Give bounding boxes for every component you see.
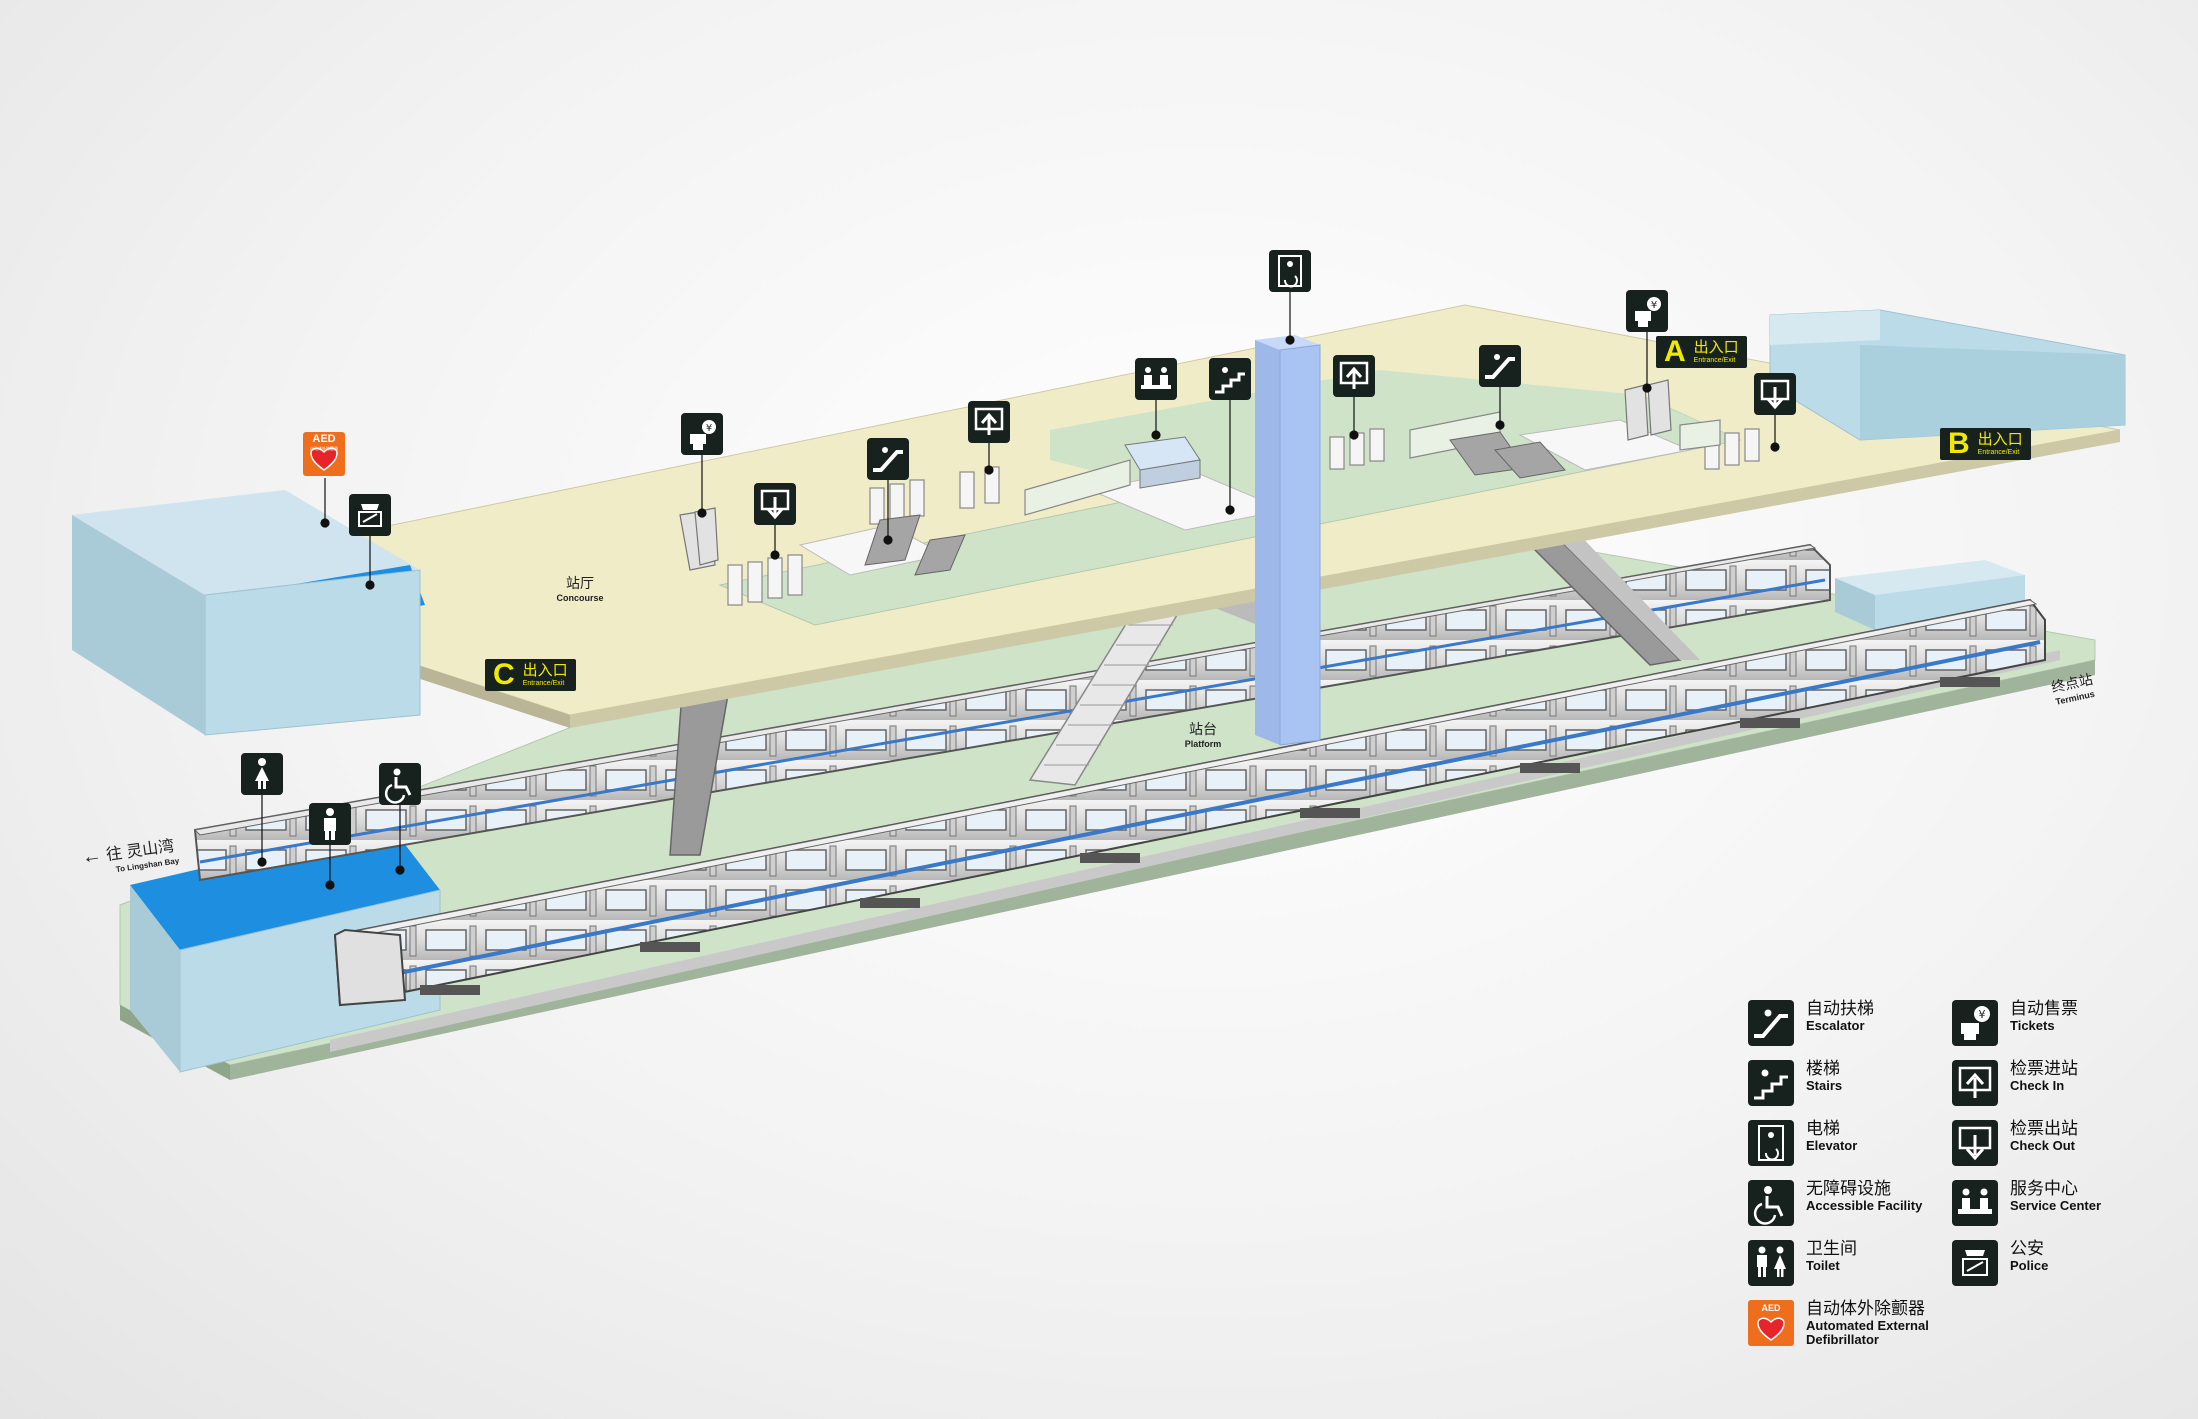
- aed-icon: [303, 432, 345, 476]
- legend-label-en: Accessible Facility: [1806, 1197, 1923, 1213]
- toilet-icon: [241, 753, 283, 795]
- elevator-icon: [1269, 250, 1311, 292]
- legend-label-en-line2: Defibrillator: [1806, 1331, 1879, 1347]
- train-front: [333, 598, 2046, 1007]
- exit-label-en: Entrance/Exit: [1693, 357, 1736, 364]
- aed-icon: AED: [1748, 1300, 1794, 1346]
- check-out-icon: [1754, 373, 1796, 415]
- legend-label-zh: 卫生间: [1806, 1239, 1857, 1258]
- escalator-icon: [1479, 345, 1521, 387]
- map-icons: ¥: [241, 250, 1796, 845]
- aed-badge-subtitle: 自动体外除颤器: [310, 446, 338, 451]
- legend-label-zh: 楼梯: [1806, 1059, 1840, 1078]
- concourse-building-left: [72, 490, 425, 736]
- accessible-icon: [1748, 1180, 1794, 1226]
- legend-label-en: Police: [2010, 1257, 2049, 1273]
- service-center-booth: [1124, 436, 1201, 489]
- toilet-icon: [1748, 1240, 1794, 1286]
- legend-label-en: Service Center: [2010, 1197, 2102, 1213]
- exit-label-en: Entrance/Exit: [522, 680, 565, 687]
- escalator-icon: [1748, 1000, 1794, 1046]
- legend-label-en-line1: Automated External: [1806, 1317, 1929, 1333]
- police-icon: [349, 494, 391, 536]
- legend-label-zh: 自动扶梯: [1806, 999, 1874, 1018]
- legend-label-zh: 公安: [2010, 1239, 2044, 1258]
- stairs-icon: [1209, 358, 1251, 400]
- concourse-building-right: [1769, 309, 2126, 441]
- legend-label-zh: 自动体外除颤器: [1806, 1299, 1925, 1318]
- legend-label-en: Check Out: [2010, 1137, 2076, 1153]
- concourse-label-zh: 站厅: [566, 575, 594, 591]
- legend-label-zh: 电梯: [1806, 1119, 1840, 1138]
- exit-label-en: Entrance/Exit: [1977, 449, 2020, 456]
- legend-label-en: Toilet: [1806, 1257, 1840, 1273]
- check-in-icon: [1333, 355, 1375, 397]
- legend-label-en: Elevator: [1806, 1137, 1858, 1153]
- tickets-icon: ¥: [1626, 290, 1668, 332]
- concourse-label: 站厅 Concourse: [540, 573, 620, 603]
- svg-text:¥: ¥: [1651, 300, 1657, 311]
- svg-text:¥: ¥: [1979, 1008, 1986, 1021]
- legend-label-en: Tickets: [2010, 1017, 2055, 1033]
- stairs-icon: [1748, 1060, 1794, 1106]
- legend-label-zh: 检票进站: [2010, 1059, 2078, 1078]
- legend-label-zh: 自动售票: [2010, 999, 2078, 1018]
- legend-label-en: Stairs: [1806, 1077, 1843, 1093]
- legend-label-zh: 无障碍设施: [1806, 1179, 1891, 1198]
- check-in-icon: [1952, 1060, 1998, 1106]
- legend-label-en: Check In: [2010, 1077, 2065, 1093]
- exit-label-zh: 出入口: [1693, 339, 1739, 356]
- direction-arrow-icon: ←: [80, 844, 104, 869]
- check-in-icon: [968, 401, 1010, 443]
- legend-label-zh: 服务中心: [2010, 1179, 2078, 1198]
- ticket-machines: [679, 379, 1672, 571]
- elevator-shaft: [1255, 335, 1321, 746]
- tickets-icon: ¥: [681, 413, 723, 455]
- svg-text:AED: AED: [1761, 1303, 1781, 1313]
- toilet-icon: [309, 803, 351, 845]
- elevator-icon: [1748, 1120, 1794, 1166]
- exit-letter: C: [493, 658, 515, 691]
- check-out-icon: [754, 483, 796, 525]
- platform-building-left: [130, 825, 441, 1073]
- platform-label-en: Platform: [1184, 739, 1222, 749]
- exit-letter: B: [1948, 427, 1970, 460]
- legend-label-en: Escalator: [1806, 1017, 1865, 1033]
- platform-label-zh: 站台: [1189, 721, 1217, 737]
- police-icon: [1952, 1240, 1998, 1286]
- concourse-escalators: [864, 431, 1566, 576]
- aed-badge-title: AED: [312, 433, 336, 445]
- legend-label-zh: 检票出站: [2010, 1119, 2078, 1138]
- exit-letter: A: [1664, 335, 1686, 368]
- exit-label-zh: 出入口: [1977, 431, 2023, 448]
- tickets-icon: ¥: [1952, 1000, 1998, 1046]
- concourse-label-en: Concourse: [556, 593, 604, 603]
- accessible-icon: [379, 763, 421, 805]
- service-center-icon: [1135, 358, 1177, 400]
- faregates: [727, 411, 1760, 606]
- check-out-icon: [1952, 1120, 1998, 1166]
- escalator-icon: [867, 438, 909, 480]
- svg-text:¥: ¥: [706, 423, 712, 434]
- sign-pins: [257, 290, 1780, 890]
- service-center-icon: [1952, 1180, 1998, 1226]
- exit-label-zh: 出入口: [522, 662, 568, 679]
- platform-label: 站台 Platform: [1163, 719, 1243, 749]
